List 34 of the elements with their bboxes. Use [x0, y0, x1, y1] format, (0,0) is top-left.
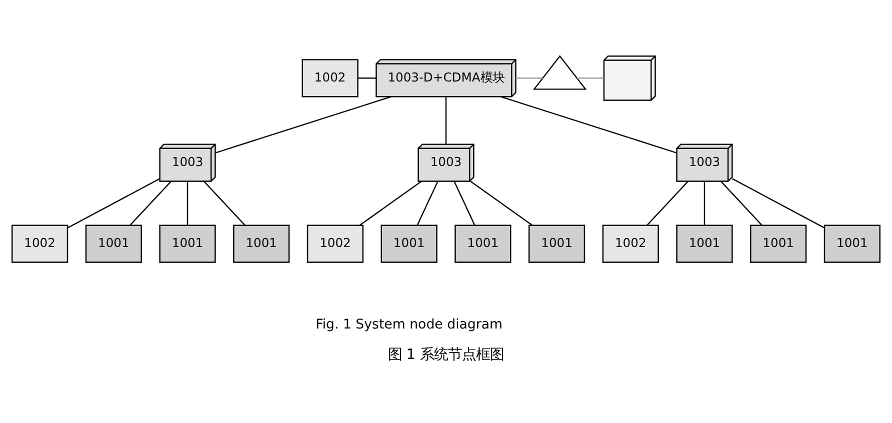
connector: [500, 96, 677, 154]
node-box: 1001: [159, 224, 216, 263]
node-box: 1002: [306, 224, 364, 263]
connector: [359, 180, 422, 226]
connector: [203, 180, 246, 226]
node-box: 1001: [85, 224, 142, 263]
connector: [215, 96, 392, 154]
connector: [577, 78, 604, 79]
connector: [416, 181, 438, 226]
connector: [445, 96, 447, 144]
connector: [516, 78, 543, 79]
label: Fig. 1 System node diagram: [316, 317, 503, 332]
node-box: 1001: [528, 224, 586, 263]
caption: 图 1 系统节点框图: [388, 346, 504, 363]
connector: [732, 178, 824, 228]
node-box: 1001: [824, 224, 880, 263]
connector: [720, 180, 762, 226]
node-box: 1001: [454, 224, 512, 263]
node-box: 1001: [676, 224, 733, 263]
connector: [454, 181, 476, 226]
node-box: 1001: [380, 224, 438, 263]
connector: [358, 78, 376, 79]
node-box: 1002: [12, 224, 68, 263]
connector: [646, 180, 689, 226]
connector: [186, 181, 188, 226]
node-box: 1001: [233, 224, 290, 263]
node-box: 1001: [750, 224, 807, 263]
connector: [68, 178, 160, 228]
node-box: 1002: [302, 59, 358, 98]
node-box: 1002: [602, 224, 659, 263]
node-picture: [532, 55, 587, 90]
connector: [470, 180, 533, 226]
connector: [704, 181, 706, 226]
connector: [130, 180, 172, 226]
